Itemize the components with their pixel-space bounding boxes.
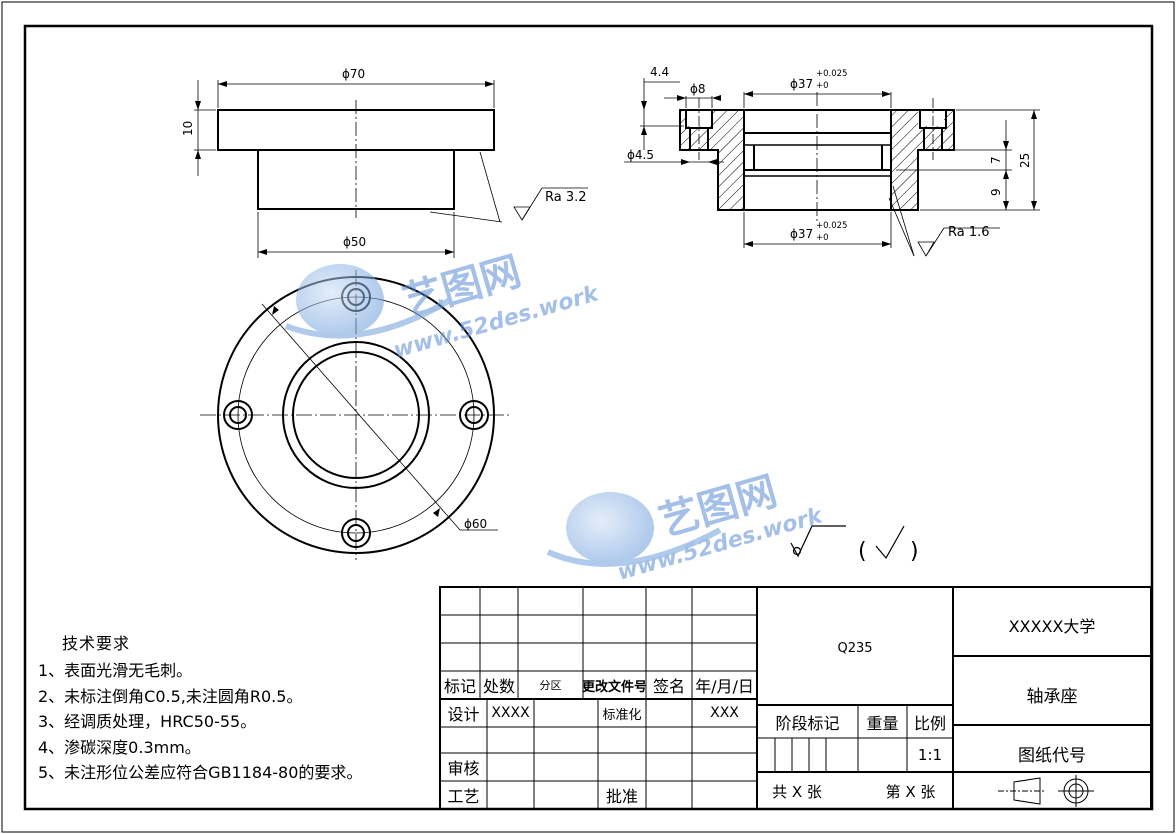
dim-bore-top-tol-upper: +0.025: [816, 69, 847, 79]
rev-header-doc: 更改文件号: [582, 679, 648, 695]
tech-requirement-item: 3、经调质处理，HRC50-55。: [38, 712, 257, 731]
dim-hole-dia: ϕ4.5: [627, 148, 654, 162]
standard-label: 标准化: [602, 707, 642, 723]
rev-header-date: 年/月/日: [695, 677, 754, 696]
general-roughness-symbol: [790, 525, 905, 560]
school-name: XXXXX大学: [1008, 617, 1096, 636]
roughness-ra-3-2: Ra 3.2: [545, 190, 587, 205]
general-roughness-close: ): [910, 539, 919, 564]
projection-symbol-icon: [998, 775, 1094, 807]
technical-requirements: 技术要求 1、表面光滑无毛刺。 2、未标注倒角C0.5,未注圆角R0.5。 3、…: [38, 630, 438, 786]
dim-offset: 4.4: [650, 65, 669, 79]
rev-header-zone: 分区: [539, 679, 562, 692]
dim-bore-bottom-tol-upper: +0.025: [816, 221, 847, 231]
sheet-number: 第 X 张: [885, 782, 936, 801]
scale-label: 比例: [913, 713, 946, 733]
title-block-grid: [439, 586, 1152, 810]
rev-header-mark: 标记: [443, 677, 476, 696]
dim-bore-top-tol-lower: +0: [816, 81, 829, 91]
dim-counterbore-dia: ϕ8: [690, 82, 706, 96]
rev-header-qty: 处数: [482, 677, 515, 696]
weight-label: 重量: [866, 713, 899, 733]
watermark-bottom: 艺图网 www.52des.work: [546, 468, 826, 586]
flange-elevation-view: [194, 80, 588, 258]
process-label: 工艺: [447, 787, 480, 806]
dim-hub-dia: ϕ50: [343, 235, 366, 249]
tech-requirement-item: 5、未注形位公差应符合GB1184-80的要求。: [38, 763, 363, 782]
drawing-code-label: 图纸代号: [1018, 745, 1086, 766]
roughness-ra-1-6: Ra 1.6: [948, 225, 990, 240]
rev-header-sign: 签名: [652, 677, 685, 696]
dim-bore-top-dia: ϕ37: [790, 77, 813, 91]
tech-requirement-item: 2、未标注倒角C0.5,未注圆角R0.5。: [38, 686, 303, 706]
review-label: 审核: [447, 759, 480, 778]
part-name: 轴承座: [1026, 687, 1078, 707]
section-view: [624, 78, 1040, 257]
tech-requirements-title: 技术要求: [62, 634, 131, 653]
design-label: 设计: [447, 705, 480, 724]
tech-requirement-item: 1、表面光滑无毛刺。: [38, 661, 193, 680]
dim-height-total: 25: [1018, 153, 1032, 168]
tech-requirement-item: 4、渗碳深度0.3mm。: [38, 737, 201, 757]
sheets-total: 共 X 张: [772, 782, 822, 801]
general-roughness-open: (: [858, 539, 867, 564]
standard-value: XXX: [710, 705, 739, 721]
dim-height-mid: 7: [989, 156, 1003, 164]
dim-flange-thickness: 10: [181, 121, 195, 136]
material-cell: Q235: [837, 640, 873, 656]
approve-label: 批准: [605, 787, 638, 806]
dim-flange-dia: ϕ70: [342, 67, 365, 81]
scale-value: 1:1: [917, 746, 943, 764]
dim-bore-bottom-dia: ϕ37: [790, 227, 813, 241]
stage-label: 阶段标记: [775, 713, 840, 733]
design-value: XXXX: [491, 705, 530, 721]
dim-height-low: 9: [989, 188, 1003, 196]
dim-bore-bottom-tol-lower: +0: [816, 233, 829, 243]
dim-bolt-circle: ϕ60: [464, 517, 487, 531]
